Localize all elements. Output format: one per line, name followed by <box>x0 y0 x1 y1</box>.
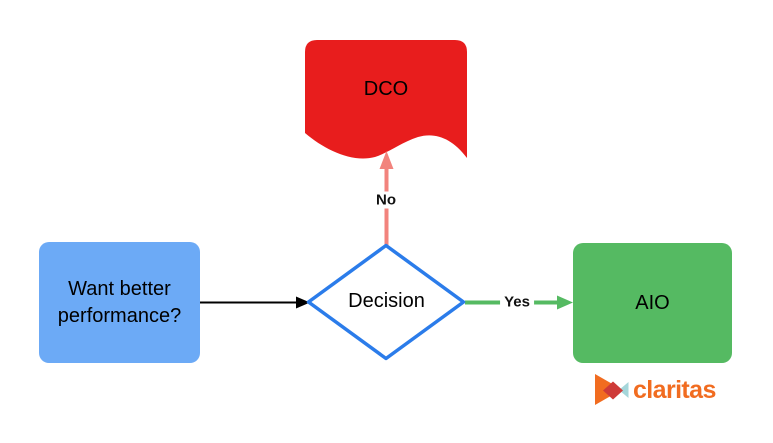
node-aio: AIO <box>573 243 732 363</box>
arrowhead-red <box>379 151 394 169</box>
edge-label-no: No <box>372 191 400 209</box>
arrowhead-black <box>296 296 310 309</box>
node-aio-label: AIO <box>635 291 670 314</box>
claritas-logo-text: claritas <box>633 375 716 404</box>
claritas-triangles-icon <box>595 373 629 405</box>
arrowhead-green <box>557 295 573 310</box>
edge-label-yes: Yes <box>500 293 534 311</box>
node-question-label: Want better performance? <box>57 277 182 327</box>
claritas-logo: claritas <box>594 372 716 406</box>
node-dco-label: DCO <box>363 78 409 100</box>
dco-document-shape <box>305 40 467 159</box>
connector-question-to-decision <box>200 296 310 309</box>
decision-diamond-shape <box>306 243 466 361</box>
node-question: Want better performance? <box>39 242 200 363</box>
node-decision-label: Decision <box>348 290 425 312</box>
